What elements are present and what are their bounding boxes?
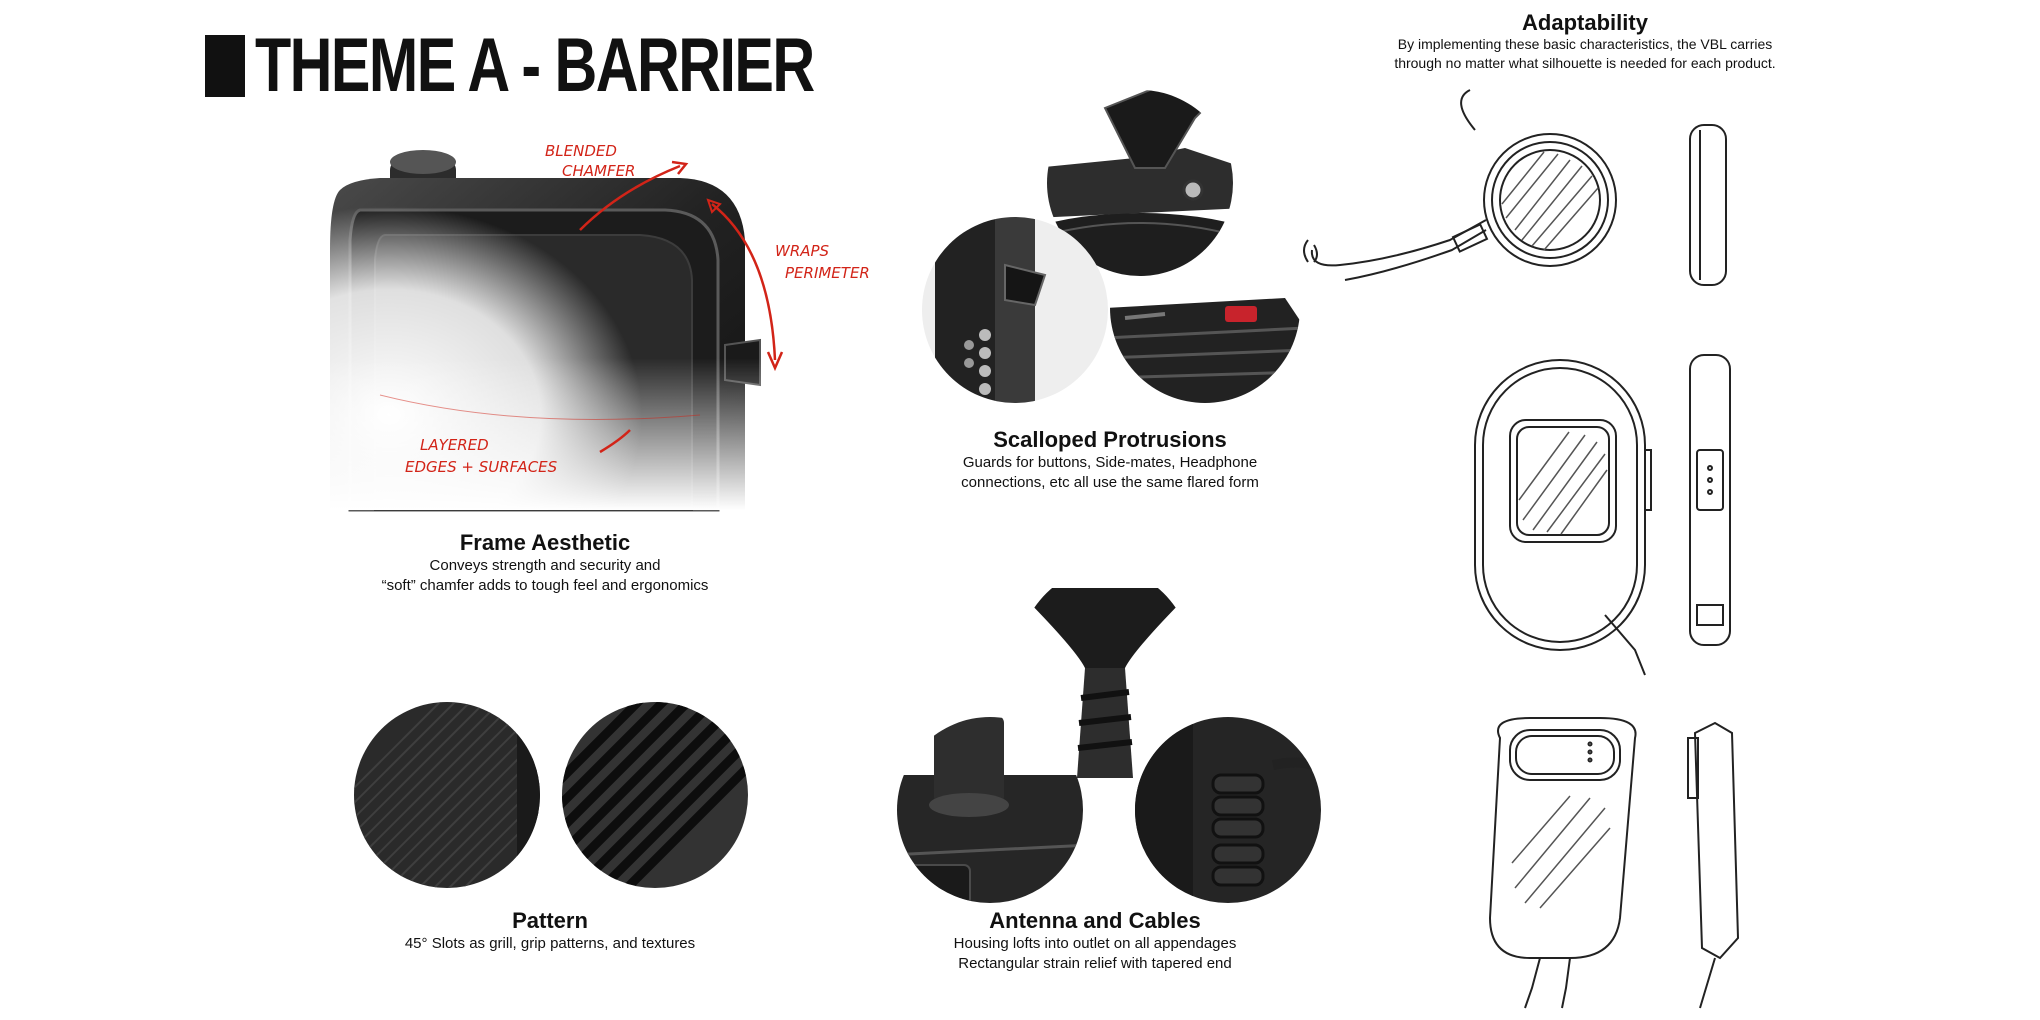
adaptability-heading: Adaptability [1522, 10, 1648, 35]
caption-line: 45° Slots as grill, grip patterns, and t… [404, 935, 696, 952]
scalloped-circle-right [1110, 298, 1300, 403]
antenna-circle-left [897, 717, 1083, 903]
frame-aesthetic-illustration [320, 130, 784, 512]
svg-text:EDGES + SURFACES: EDGES + SURFACES [405, 458, 558, 476]
frame-aesthetic-heading: Frame Aesthetic [459, 530, 631, 555]
antenna-circle-top [1015, 588, 1195, 778]
scalloped-protrusions-caption: Guards for buttons, Side-mates, Headphon… [880, 453, 1340, 493]
pattern-circle-slots [562, 702, 748, 888]
antenna-cables-heading: Antenna and Cables [989, 908, 1201, 933]
antenna-cables-caption: Housing lofts into outlet on all appenda… [880, 934, 1310, 974]
svg-text:WRAPS: WRAPS [775, 242, 830, 260]
svg-text:PERIMETER: PERIMETER [785, 264, 870, 282]
frame-aesthetic-caption: Conveys strength and security and “soft”… [300, 556, 790, 596]
title-marker-block [205, 35, 245, 97]
pattern-caption: 45° Slots as grill, grip patterns, and t… [330, 934, 770, 954]
caption-line: Rectangular strain relief with tapered e… [958, 955, 1232, 972]
caption-line: “soft” chamfer adds to tough feel and er… [381, 577, 709, 594]
earpiece-sketch [1303, 89, 1727, 286]
pattern-circle-fine [354, 702, 540, 888]
scalloped-circle-left [922, 217, 1108, 403]
svg-text:CHAMFER: CHAMFER [562, 162, 635, 180]
caption-line: Conveys strength and security and [429, 557, 661, 574]
annotation-wraps-perimeter: WRAPS PERIMETER [775, 242, 870, 282]
speaker-mic-sketch [1474, 354, 1731, 676]
page-title: THEME A - BARRIER [255, 23, 815, 108]
caption-line: Guards for buttons, Side-mates, Headphon… [962, 454, 1258, 471]
annotation-blended-chamfer: BLENDED CHAMFER [545, 142, 635, 180]
annotation-layered-edges: LAYERED EDGES + SURFACES [405, 436, 558, 476]
caption-line: through no matter what silhouette is nee… [1394, 55, 1776, 71]
pattern-heading: Pattern [512, 908, 588, 933]
caption-line: connections, etc all use the same flared… [961, 474, 1259, 491]
scalloped-protrusions-heading: Scalloped Protrusions [993, 427, 1227, 452]
svg-text:LAYERED: LAYERED [420, 436, 489, 454]
scalloped-circle-top [1047, 90, 1233, 276]
remote-mic-sketch [1488, 717, 1740, 1009]
svg-text:BLENDED: BLENDED [545, 142, 617, 160]
adaptability-caption: By implementing these basic characterist… [1330, 35, 1840, 73]
cables-circle-right [1135, 717, 1321, 903]
caption-line: By implementing these basic characterist… [1397, 36, 1773, 52]
caption-line: Housing lofts into outlet on all appenda… [953, 935, 1237, 952]
